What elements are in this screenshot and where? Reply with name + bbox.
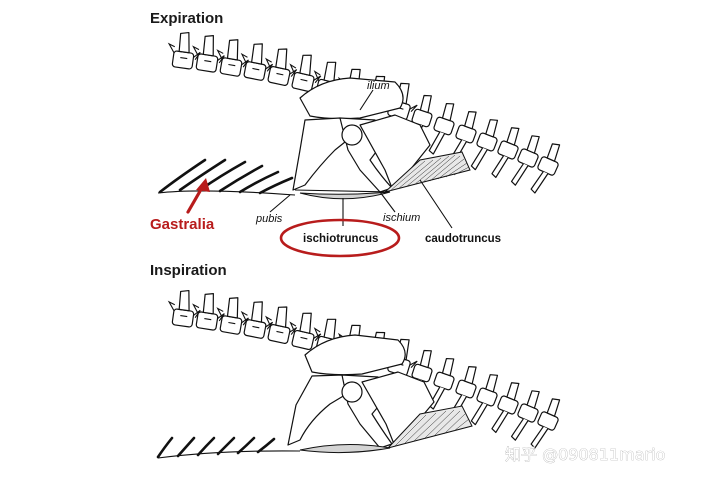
ischium-label: ischium [383,212,420,224]
ischiotruncus-muscle [299,191,391,200]
expiration-panel: Expiration [150,10,567,258]
expiration-heading: Expiration [150,10,223,27]
gastralia-ribs-inspiration [156,436,301,459]
pubis-label: pubis [255,213,283,225]
ilium-bone-inspiration [304,334,406,376]
gastralia-arrow [186,178,210,214]
watermark-text: 知乎 @090811mario [505,445,665,464]
gastralia-label: Gastralia [150,216,215,233]
ischiotruncus-highlight-ellipse [279,218,401,258]
caudotruncus-label: caudotruncus [425,233,501,245]
ilium-label: ilium [367,80,390,92]
gastralia-ribs [157,158,296,196]
inspiration-heading: Inspiration [150,262,227,279]
caudotruncus-muscle-inspiration [386,405,473,449]
inspiration-panel: Inspiration [150,262,567,459]
ischiotruncus-muscle-inspiration [299,443,391,454]
ischiotruncus-label: ischiotruncus [303,233,378,245]
pelvis [292,114,431,193]
caudotruncus-muscle [384,151,471,193]
